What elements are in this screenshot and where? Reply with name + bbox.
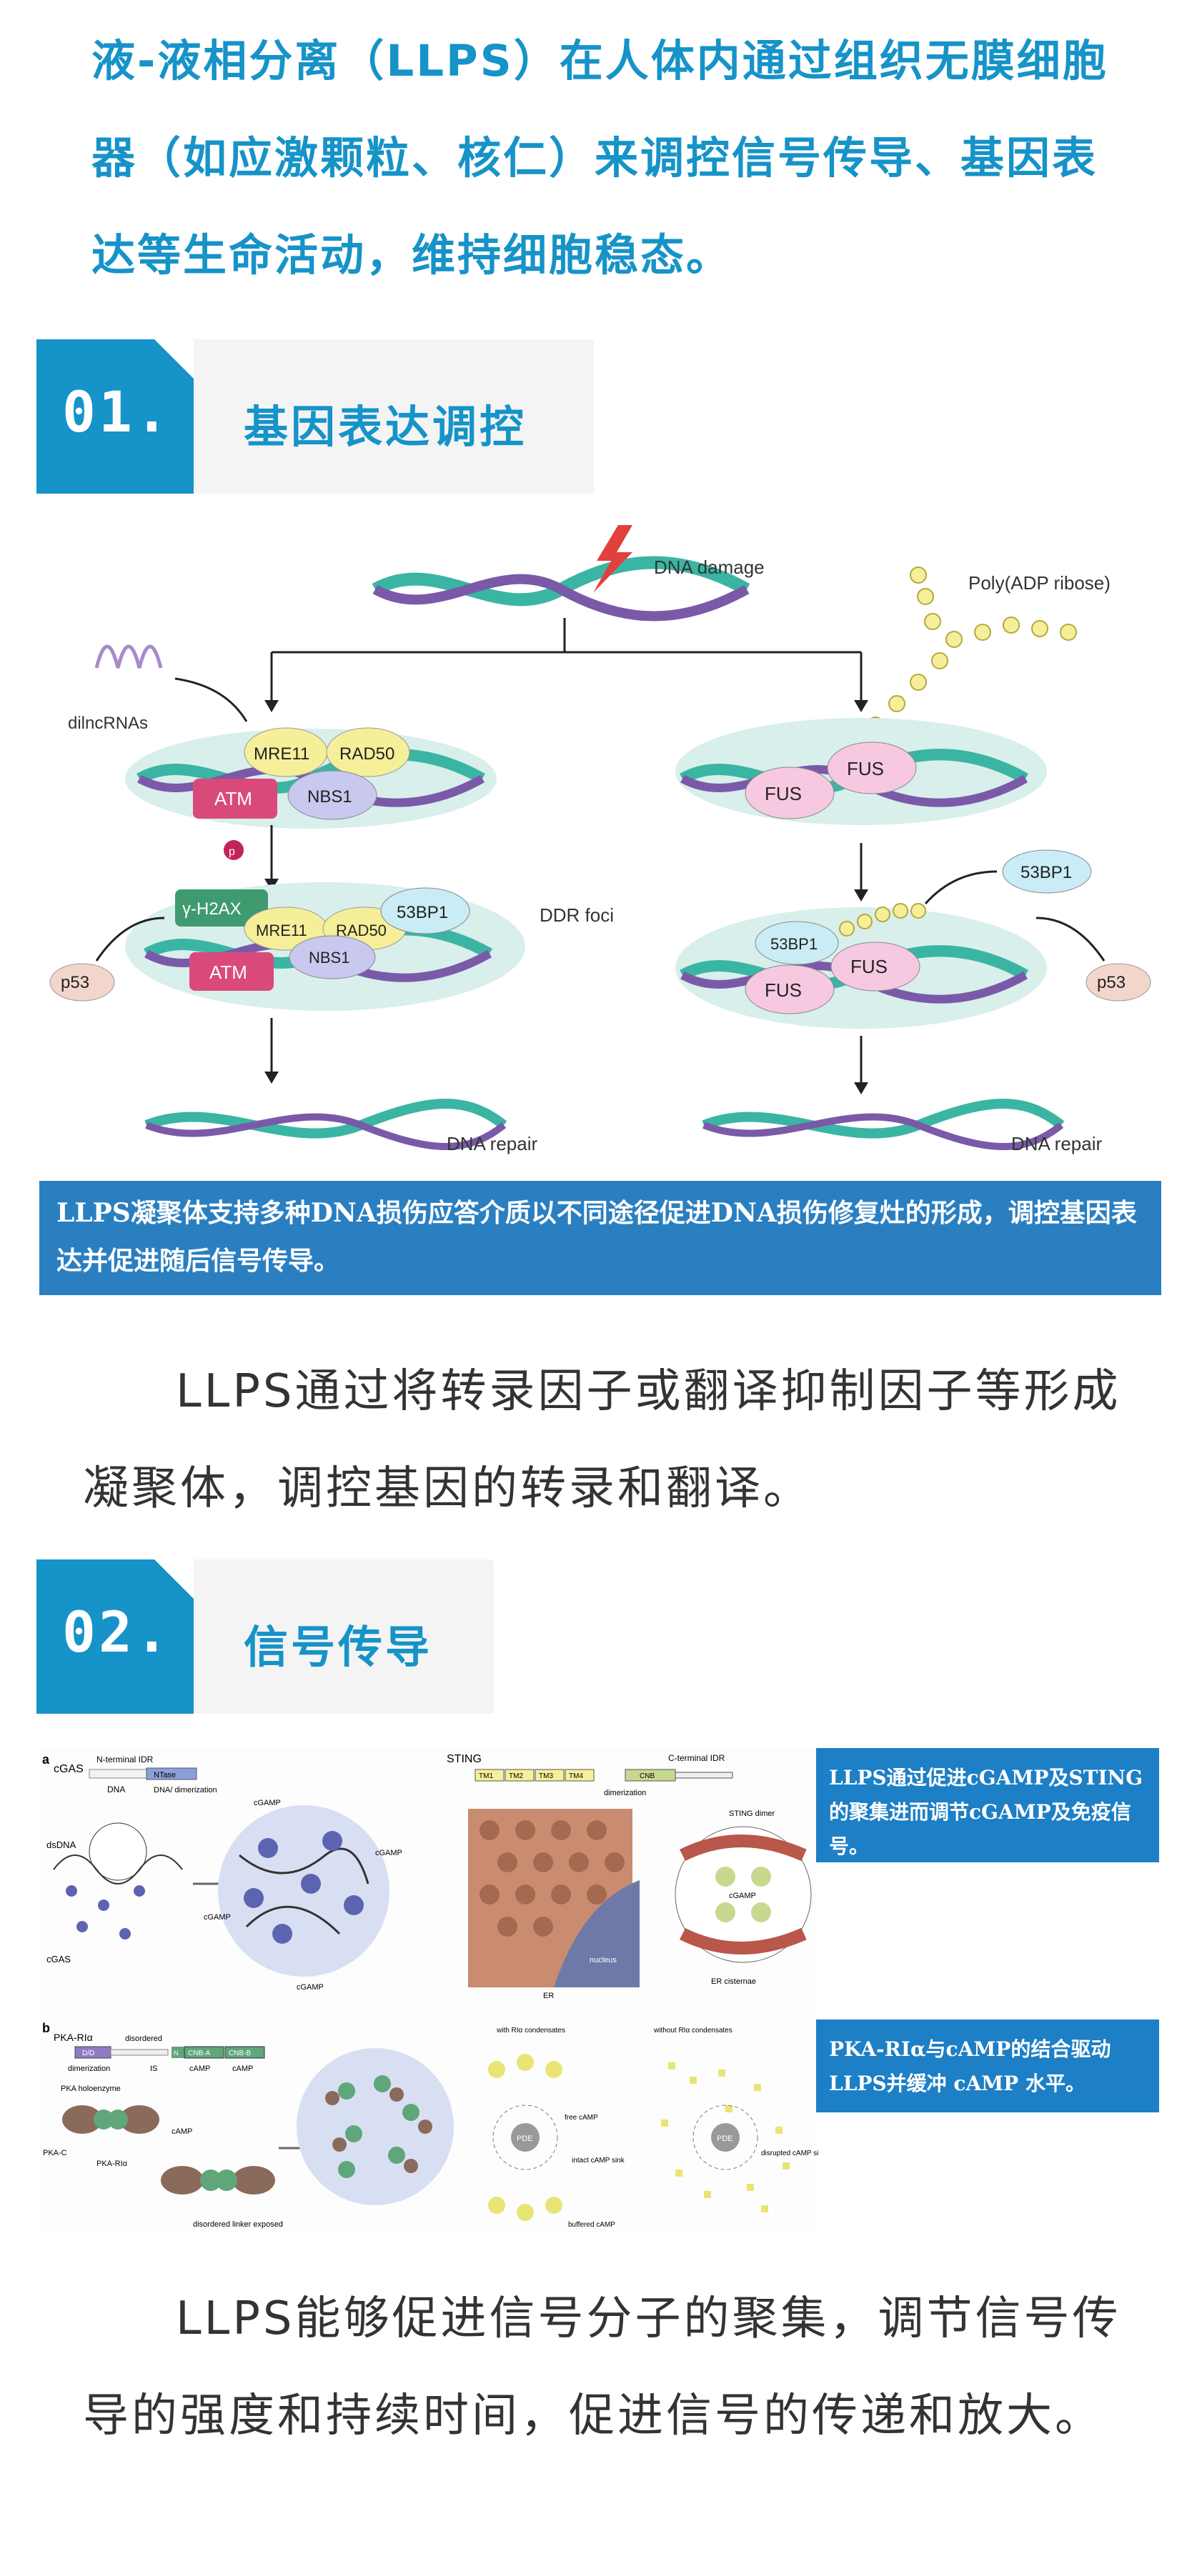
section-title-box	[194, 1559, 494, 1714]
panel-a-label: a	[42, 1752, 50, 1767]
dimerization-b-label: dimerization	[68, 2065, 110, 2073]
poly-adp-label: Poly(ADP ribose)	[968, 572, 1111, 594]
er-cisternae-label: ER cisternae	[711, 1977, 756, 1986]
section-title-box	[194, 339, 594, 494]
tm4-label: TM4	[569, 1772, 583, 1780]
phospho-label: p	[229, 846, 235, 858]
pka-camp-figure: b PKA-RIα disordered D/D N CNB-A CNB-B d…	[39, 2020, 818, 2234]
pde-label-2: PDE	[717, 2135, 733, 2143]
mre11-label-2: MRE11	[256, 922, 307, 939]
pka-label: PKA-RIα	[54, 2032, 93, 2043]
dna-label: DNA	[107, 1784, 125, 1794]
cgamp-label-3: cGAMP	[204, 1913, 231, 1922]
cnba-label: CNB-A	[188, 2050, 210, 2057]
nucleus-label: nucleus	[590, 1956, 617, 1965]
atm-label: ATM	[214, 788, 252, 809]
dna-repair-label-right: DNA repair	[1011, 1133, 1102, 1154]
fus-label-2: FUS	[847, 758, 884, 779]
ddr-foci-label: DDR foci	[540, 904, 614, 926]
p53-label-left: p53	[61, 973, 89, 992]
53bp1-label-right: 53BP1	[1020, 863, 1072, 882]
poly-adp-chain	[867, 566, 1077, 734]
c-idr-label: C-terminal IDR	[668, 1753, 725, 1763]
n-label: N	[174, 2050, 179, 2057]
without-condensates-label: without RIα condensates	[653, 2027, 732, 2035]
camp-label-1: cAMP	[189, 2065, 210, 2073]
53bp1-label-right-2: 53BP1	[770, 935, 818, 953]
dna-dimer-label: DNA/ dimerization	[154, 1786, 217, 1794]
section-number: 02.	[62, 1601, 172, 1665]
mre11-label: MRE11	[254, 744, 309, 764]
side-note-pka: PKA-RIα与cAMP的结合驱动LLPS并缓冲 cAMP 水平。	[816, 2020, 1159, 2112]
dna-helix-top	[372, 556, 750, 621]
sting-dimer-label: STING dimer	[729, 1809, 775, 1818]
section-number-box	[36, 1559, 194, 1714]
atm-label-2: ATM	[209, 962, 247, 983]
rad50-label: RAD50	[339, 744, 394, 764]
lightning-icon	[593, 525, 632, 593]
dna-damage-label: DNA damage	[654, 556, 765, 578]
pkac-label: PKA-C	[43, 2149, 67, 2157]
camp-label-2: cAMP	[232, 2065, 253, 2073]
rad50-label-2: RAD50	[336, 922, 387, 939]
figure-caption-1: LLPS凝聚体支持多种DNA损伤应答介质以不同途径促进DNA损伤修复灶的形成，调…	[39, 1181, 1161, 1295]
buffered-camp-label: buffered cAMP	[568, 2221, 615, 2229]
nbs1-label-2: NBS1	[309, 949, 349, 967]
cgas-label: cGAS	[54, 1763, 84, 1775]
53bp1-label: 53BP1	[397, 903, 448, 922]
phospho-marker	[224, 840, 244, 860]
cgas-small-label: cGAS	[46, 1954, 71, 1965]
cgamp-label-4: cGAMP	[297, 1983, 324, 1992]
sting-label: STING	[447, 1753, 482, 1765]
cnb-label: CNB	[640, 1772, 655, 1780]
dsdna-label: dsDNA	[46, 1839, 76, 1850]
section-number-box	[36, 339, 194, 494]
section-header-signaling: 02. 信号传导	[36, 1559, 494, 1714]
p53-label-right: p53	[1097, 973, 1126, 992]
fus-label-3: FUS	[850, 956, 888, 977]
nbs1-label: NBS1	[307, 787, 352, 807]
dd-label: D/D	[82, 2050, 94, 2057]
section-title: 信号传导	[244, 1621, 433, 1673]
linker-label: disordered linker exposed	[193, 2220, 283, 2229]
cgamp-label-2: cGAMP	[375, 1849, 402, 1857]
dna-damage-figure: DNA damage dilncRNAs MRE11 RAD50 ATM NBS…	[39, 525, 1161, 1181]
dilncrnas-label: dilncRNAs	[68, 714, 148, 733]
side-note-cgamp: LLPS通过促进cGAMP及STING的聚集进而调节cGAMP及免疫信号。	[816, 1748, 1159, 1862]
cnbb-label: CNB-B	[229, 2050, 251, 2057]
fus-label-1: FUS	[765, 783, 802, 804]
rna-squiggle	[94, 644, 163, 669]
with-condensates-label: with RIα condensates	[496, 2027, 565, 2035]
is-label: IS	[150, 2065, 157, 2073]
intro-paragraph: 液-液相分离（LLPS）在人体内通过组织无膜细胞器（如应激颗粒、核仁）来调控信号…	[91, 36, 1108, 281]
disordered-label: disordered	[125, 2035, 162, 2043]
disrupted-sink-label: disrupted cAMP sink	[761, 2150, 818, 2157]
section2-body: LLPS能够促进信号分子的聚集，调节信号传导的强度和持续时间，促进信号的传递和放…	[83, 2292, 1121, 2442]
ntase-label: NTase	[154, 1771, 176, 1779]
gamma-h2ax-label: γ-H2AX	[182, 899, 242, 919]
section-number: 01.	[62, 381, 172, 445]
section1-body: LLPS通过将转录因子或翻译抑制因子等形成凝聚体，调控基因的转录和翻译。	[83, 1365, 1121, 1515]
pkar-label: PKA-RIα	[96, 2160, 128, 2168]
cgas-sting-figure: a cGAS N-terminal IDR NTase DNA DNA/ dim…	[39, 1748, 818, 2020]
camp-label-3: cAMP	[172, 2127, 192, 2136]
dna-repair-label-left: DNA repair	[447, 1133, 537, 1154]
tm1-label: TM1	[479, 1772, 493, 1780]
tm2-label: TM2	[509, 1772, 523, 1780]
cgamp-label-5: cGAMP	[729, 1892, 756, 1900]
holoenzyme-label: PKA holoenzyme	[61, 2085, 121, 2093]
panel-b-label: b	[42, 2021, 50, 2035]
pde-label-1: PDE	[517, 2135, 533, 2143]
er-label: ER	[543, 1992, 554, 2000]
tm3-label: TM3	[539, 1772, 553, 1780]
free-camp-label: free cAMP	[565, 2114, 598, 2122]
dimerization-label: dimerization	[604, 1789, 646, 1797]
intact-sink-label: intact cAMP sink	[572, 2157, 625, 2165]
fus-label-4: FUS	[765, 979, 802, 1001]
section-title: 基因表达调控	[244, 401, 527, 453]
section-header-gene-expression: 01. 基因表达调控	[36, 339, 594, 494]
cgamp-label-1: cGAMP	[254, 1799, 281, 1807]
n-idr-label: N-terminal IDR	[96, 1754, 154, 1764]
